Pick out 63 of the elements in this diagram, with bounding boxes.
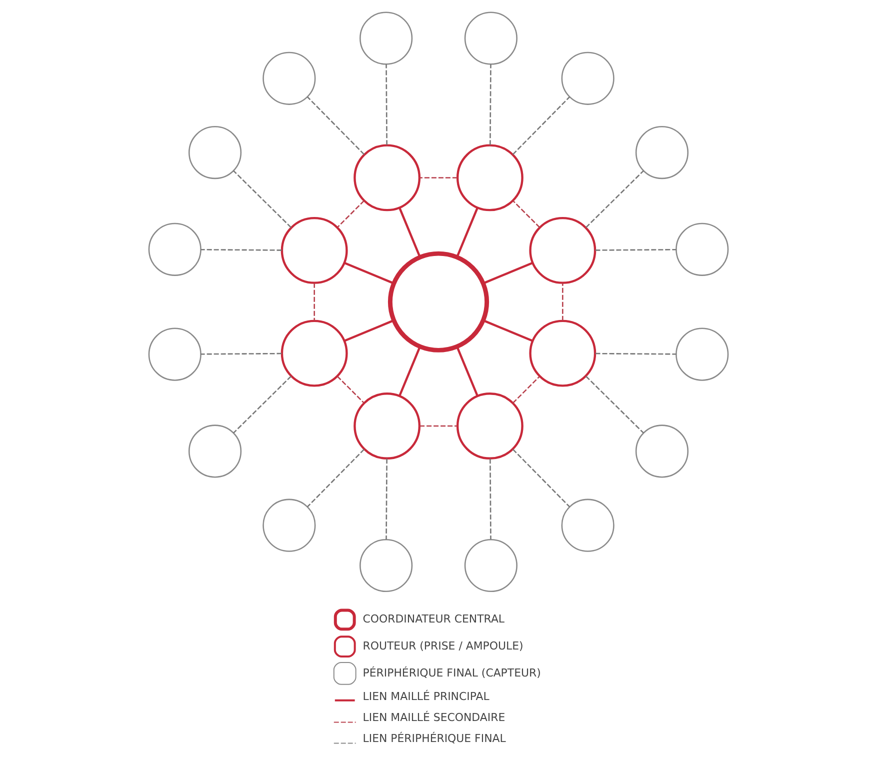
legend-label: LIEN MAILLÉ SECONDAIRE (362, 711, 506, 724)
connector (456, 207, 478, 258)
node-circle (464, 12, 518, 65)
connector (233, 170, 292, 228)
node-circle (354, 392, 421, 460)
node-circle (360, 538, 413, 592)
connector (200, 352, 282, 355)
node-circle (148, 328, 202, 381)
node-circle (676, 222, 729, 276)
legend-label: LIEN MAILLÉ PRINCIPAL (362, 690, 490, 704)
connector (586, 376, 644, 434)
connector (337, 200, 365, 228)
node-circle (354, 144, 421, 212)
connector (512, 448, 570, 508)
node-circle (280, 320, 348, 387)
connector (482, 262, 534, 284)
node-circle (188, 126, 242, 180)
node-circle (188, 424, 242, 478)
node-circle (280, 216, 348, 284)
connector (512, 376, 540, 404)
connector (398, 346, 421, 396)
node-circle (464, 538, 518, 592)
connector (233, 376, 292, 434)
connector (595, 352, 676, 355)
node-circle (262, 52, 316, 105)
connector (490, 458, 492, 540)
connector (512, 200, 540, 228)
node-circle (360, 12, 413, 65)
connector (200, 248, 282, 251)
connector (306, 448, 365, 508)
connector (586, 170, 644, 228)
node-circle (456, 392, 524, 460)
connector (386, 64, 388, 146)
node-circle (561, 498, 614, 552)
connector (386, 458, 388, 540)
connector (595, 248, 676, 251)
legend-label: ROUTEUR (PRISE / AMPOULE) (362, 639, 524, 652)
connector (420, 425, 458, 427)
connector (306, 96, 365, 155)
legend-label: COORDINATEUR CENTRAL (362, 612, 505, 626)
node-circle (529, 320, 596, 387)
node-circle (388, 251, 490, 352)
legend-label: PÉRIPHÉRIQUE FINAL (CAPTEUR) (362, 666, 541, 680)
node-circle (635, 126, 689, 180)
connector (344, 262, 394, 284)
connector (456, 346, 478, 396)
legend-label: LIEN PÉRIPHÉRIQUE FINAL (362, 732, 506, 745)
connector (420, 177, 458, 178)
node-circle (676, 328, 729, 381)
connector (344, 319, 394, 342)
node-circle (456, 144, 524, 212)
connector (336, 376, 364, 404)
connector (490, 64, 492, 146)
node-circle (262, 498, 316, 552)
node-circle (148, 222, 202, 276)
connector (398, 207, 421, 258)
node-circle (561, 52, 614, 105)
connector (562, 283, 564, 321)
node-circle (635, 424, 689, 478)
connector (482, 319, 534, 342)
node-circle (529, 216, 596, 284)
connector (314, 282, 315, 321)
connector (512, 96, 570, 155)
